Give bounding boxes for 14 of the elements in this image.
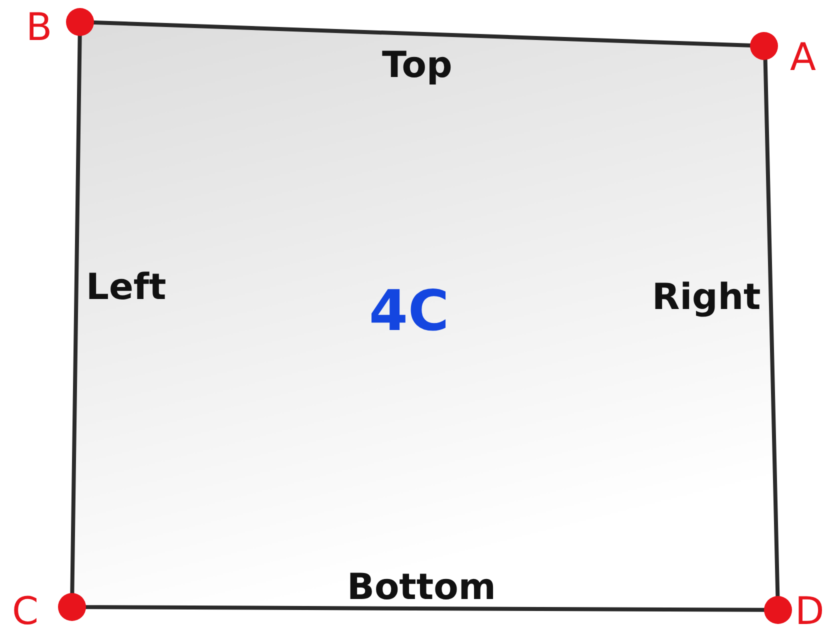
side-label: Top	[382, 48, 452, 84]
side-label: Bottom	[347, 570, 496, 606]
corner-point	[66, 8, 94, 36]
corner-point	[750, 32, 778, 60]
corner-letter: B	[26, 8, 52, 46]
side-label: Left	[86, 270, 166, 306]
corner-letter: C	[12, 592, 39, 630]
corner-letter: D	[795, 592, 824, 630]
center-label: 4C	[369, 284, 450, 340]
corner-letter: A	[790, 38, 816, 76]
corner-point	[58, 593, 86, 621]
corner-point	[764, 596, 792, 624]
quadrilateral-shape	[70, 20, 780, 612]
side-label: Right	[652, 280, 761, 316]
